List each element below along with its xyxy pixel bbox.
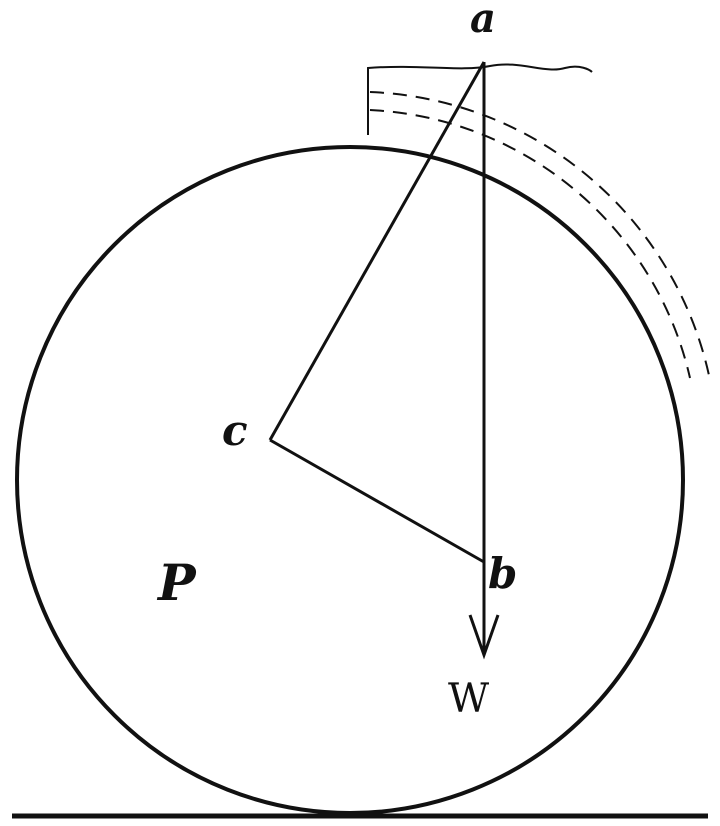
bracket-outline xyxy=(367,63,593,135)
dashed-arc-outer xyxy=(369,91,711,381)
label-P: P xyxy=(156,553,197,612)
label-W: W xyxy=(448,676,489,722)
weight-arrowhead xyxy=(468,614,500,660)
line-c-b xyxy=(269,438,485,564)
line-a-c xyxy=(268,61,486,441)
label-b: b xyxy=(488,549,517,598)
label-a: a xyxy=(470,0,496,42)
wheel-circle xyxy=(15,145,685,815)
label-c: c xyxy=(222,406,248,455)
dashed-arc-inner xyxy=(369,109,691,379)
